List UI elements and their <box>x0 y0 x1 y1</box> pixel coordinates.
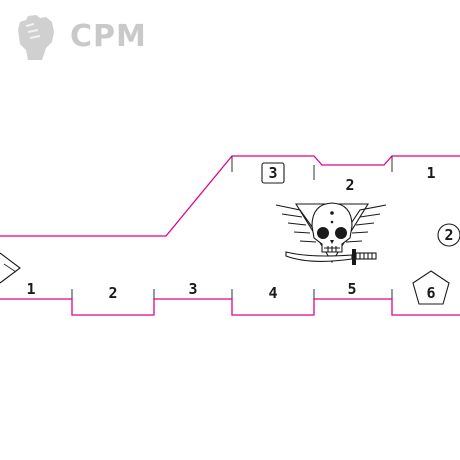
skull-wings-dagger-icon <box>275 202 387 265</box>
side-mark-circle <box>437 223 460 247</box>
range-mark-5: 5 <box>347 280 356 298</box>
end-arrow-icon <box>0 252 21 284</box>
end-arrow-tick <box>3 263 17 273</box>
range-mark-1: 1 <box>26 280 35 298</box>
range-mark-2: 2 <box>108 284 117 302</box>
top-mark-box <box>261 162 285 184</box>
fist-icon <box>18 15 54 60</box>
range-mark-6: 6 <box>426 284 435 302</box>
top-mark-1: 1 <box>426 164 435 182</box>
side-mark: 2 <box>444 226 453 244</box>
cpm-logo: CPM <box>10 12 150 64</box>
logo-text: CPM <box>70 19 147 54</box>
top-mark-2: 2 <box>345 176 354 194</box>
divider-ticks <box>71 156 393 299</box>
range-mark-4: 4 <box>268 284 277 302</box>
pentagon-badge <box>412 270 450 305</box>
top-mark-3: 3 <box>268 164 277 182</box>
range-mark-3: 3 <box>188 280 197 298</box>
cut-outline <box>0 155 460 316</box>
